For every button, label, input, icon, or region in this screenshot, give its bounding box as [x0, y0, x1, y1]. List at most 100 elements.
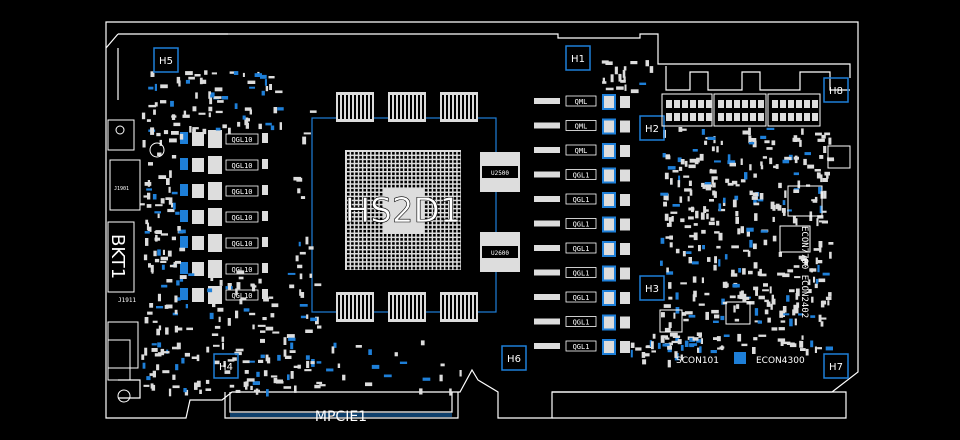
bga-pad	[457, 152, 461, 155]
mount-hole-h3: H3	[639, 275, 665, 301]
smd-part	[810, 340, 814, 348]
smd-part	[716, 220, 720, 226]
smd-part	[144, 347, 148, 356]
smd-part	[660, 335, 665, 343]
smd-part	[176, 297, 181, 301]
smd-part	[725, 178, 730, 183]
smd-part	[284, 355, 292, 359]
bga-pad	[449, 234, 453, 237]
smd-part	[667, 359, 671, 368]
vrm-cap	[620, 145, 630, 157]
smd-part	[727, 154, 731, 162]
bga-pad	[359, 209, 362, 212]
bga-pad	[420, 164, 424, 167]
bga-pad	[347, 262, 350, 266]
smd-part	[194, 74, 201, 77]
smd-part	[792, 309, 796, 316]
bga-pad	[429, 172, 432, 176]
smd-part	[713, 320, 719, 323]
bga-pad	[371, 250, 375, 253]
vrm-resistor	[534, 318, 560, 325]
bga-pad	[383, 176, 387, 180]
smd-part	[718, 259, 721, 267]
smd-part	[663, 195, 667, 201]
smd-part	[740, 179, 746, 183]
bga-pad	[424, 209, 428, 212]
smd-part	[744, 296, 750, 300]
bga-pad	[429, 168, 432, 171]
smd-part	[772, 205, 776, 211]
smd-part	[762, 156, 767, 159]
bga-pad	[412, 262, 416, 266]
bga-pad	[433, 258, 436, 262]
vrm-cap	[180, 184, 188, 196]
vrm-mosfet	[208, 130, 222, 148]
smd-part	[646, 345, 652, 348]
bga-pad	[457, 250, 461, 253]
bga-pad	[433, 197, 436, 200]
bga-pad	[355, 229, 358, 233]
bga-pad	[400, 152, 403, 155]
smd-part	[810, 315, 816, 318]
vrm-cap	[180, 210, 188, 222]
bga-pad	[375, 213, 379, 217]
bga-pad	[396, 246, 399, 249]
smd-part	[169, 264, 175, 268]
smd-part	[805, 348, 809, 356]
smd-part	[168, 197, 173, 205]
smd-part	[205, 388, 212, 391]
smd-part	[741, 343, 748, 347]
smd-part	[169, 170, 172, 178]
header-pin	[674, 100, 680, 108]
bga-pad	[441, 156, 444, 159]
bga-pad	[420, 172, 424, 176]
memory-ball-row	[442, 95, 444, 119]
hole-label-h1: H1	[571, 54, 585, 65]
memory-ball-row	[406, 295, 408, 319]
vrm-resistor	[534, 245, 560, 251]
smd-part	[293, 365, 299, 368]
smd-part	[828, 137, 832, 145]
memory-ball-row	[458, 295, 460, 319]
smd-part	[199, 77, 203, 85]
smd-part	[171, 236, 176, 241]
bga-pad	[367, 242, 371, 245]
smd-part	[680, 282, 687, 285]
smd-part	[179, 276, 184, 282]
smd-part	[787, 209, 792, 212]
bga-pad	[416, 246, 420, 249]
bga-pad	[375, 225, 379, 229]
smd-part	[158, 325, 162, 331]
bga-pad	[379, 221, 383, 225]
bga-pad	[424, 188, 428, 192]
bga-pad	[392, 172, 395, 176]
smd-part	[167, 250, 172, 257]
vrm-mosfet	[604, 169, 614, 182]
smd-part	[641, 352, 646, 358]
bga-pad	[445, 188, 448, 192]
bga-pad	[429, 229, 432, 233]
bga-pad	[453, 266, 457, 270]
header-pin	[690, 100, 696, 108]
smd-part	[616, 86, 624, 90]
smd-part	[814, 346, 817, 353]
bga-pad	[404, 176, 407, 180]
smd-part	[162, 249, 165, 255]
smd-part	[142, 362, 146, 369]
smd-part	[758, 334, 767, 337]
smd-part	[202, 128, 207, 135]
smd-part	[247, 80, 256, 84]
bga-pad	[351, 168, 354, 171]
smd-part	[673, 312, 676, 319]
bga-pad	[437, 160, 440, 163]
vrm-mosfet	[208, 208, 222, 226]
smd-part	[246, 378, 255, 382]
bga-pad	[429, 201, 432, 204]
bga-pad	[355, 152, 358, 155]
smd-part	[148, 162, 153, 166]
smd-part	[172, 374, 176, 380]
smd-part	[670, 211, 678, 214]
memory-ball-row	[354, 295, 356, 319]
smd-part	[825, 296, 832, 300]
bga-pad	[449, 213, 453, 217]
